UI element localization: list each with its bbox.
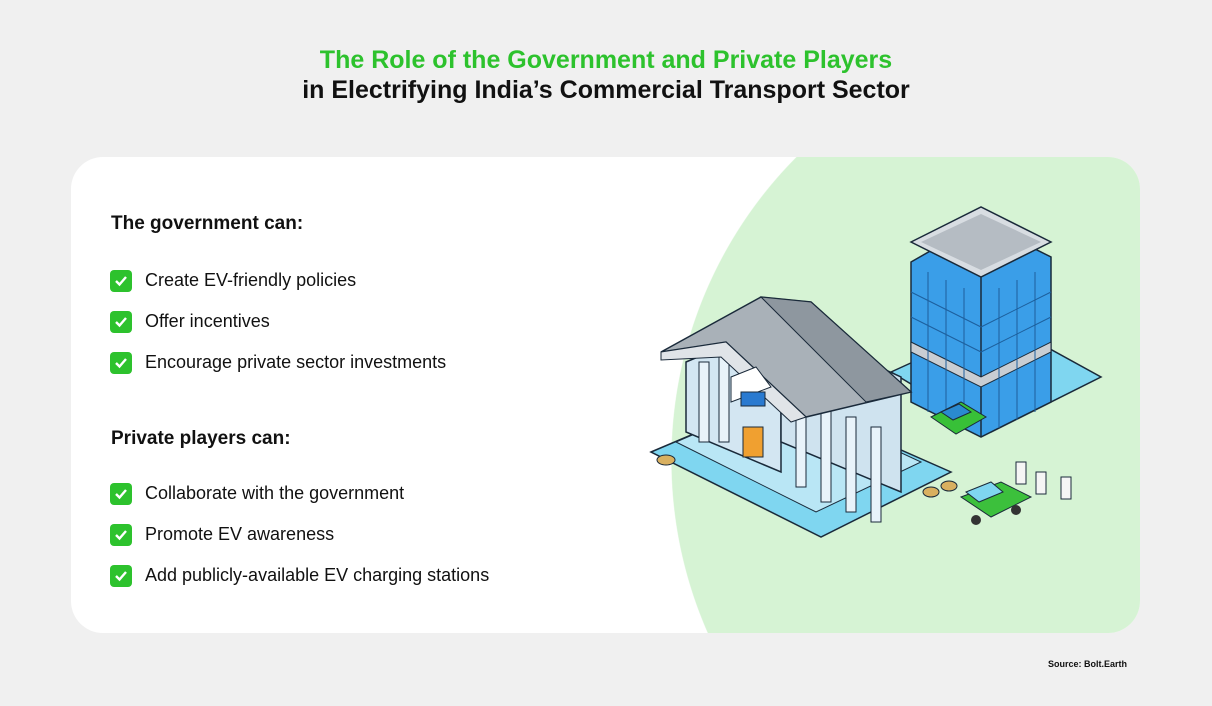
government-building-icon: [649, 296, 953, 538]
check-icon: [110, 523, 132, 546]
office-building-icon: [889, 206, 1103, 438]
list-item: Add publicly-available EV charging stati…: [110, 555, 489, 596]
list-item: Encourage private sector investments: [110, 342, 446, 383]
charging-station-icon: [1015, 461, 1072, 500]
check-icon: [110, 310, 132, 333]
private-heading: Private players can:: [111, 428, 291, 449]
list-item: Create EV-friendly policies: [110, 260, 446, 301]
coins-icon: [656, 454, 958, 498]
check-icon: [110, 269, 132, 292]
list-item-label: Offer incentives: [145, 311, 270, 331]
content-card: The government can: Create EV-friendly p…: [71, 157, 1140, 633]
list-item-label: Promote EV awareness: [145, 524, 335, 544]
government-and-office-illustration: [649, 206, 1103, 538]
government-list: Create EV-friendly policies Offer incent…: [110, 260, 446, 383]
list-item-label: Encourage private sector investments: [145, 352, 447, 372]
private-list: Collaborate with the government Promote …: [110, 473, 489, 596]
check-icon: [110, 564, 132, 587]
list-item-label: Create EV-friendly policies: [145, 270, 357, 290]
source-credit: Source: Bolt.Earth: [1048, 659, 1128, 669]
list-item: Collaborate with the government: [110, 473, 489, 514]
electric-car-icon: [930, 401, 987, 435]
title-line-1: The Role of the Government and Private P…: [319, 46, 893, 74]
list-item: Offer incentives: [110, 301, 446, 342]
list-item-label: Collaborate with the government: [145, 483, 405, 503]
check-icon: [110, 351, 132, 374]
electric-rickshaw-icon: [959, 481, 1033, 525]
check-icon: [110, 482, 132, 505]
government-heading: The government can:: [111, 213, 304, 234]
list-item-label: Add publicly-available EV charging stati…: [145, 565, 490, 585]
list-item: Promote EV awareness: [110, 514, 489, 555]
title-line-2: in Electrifying India’s Commercial Trans…: [302, 76, 910, 104]
